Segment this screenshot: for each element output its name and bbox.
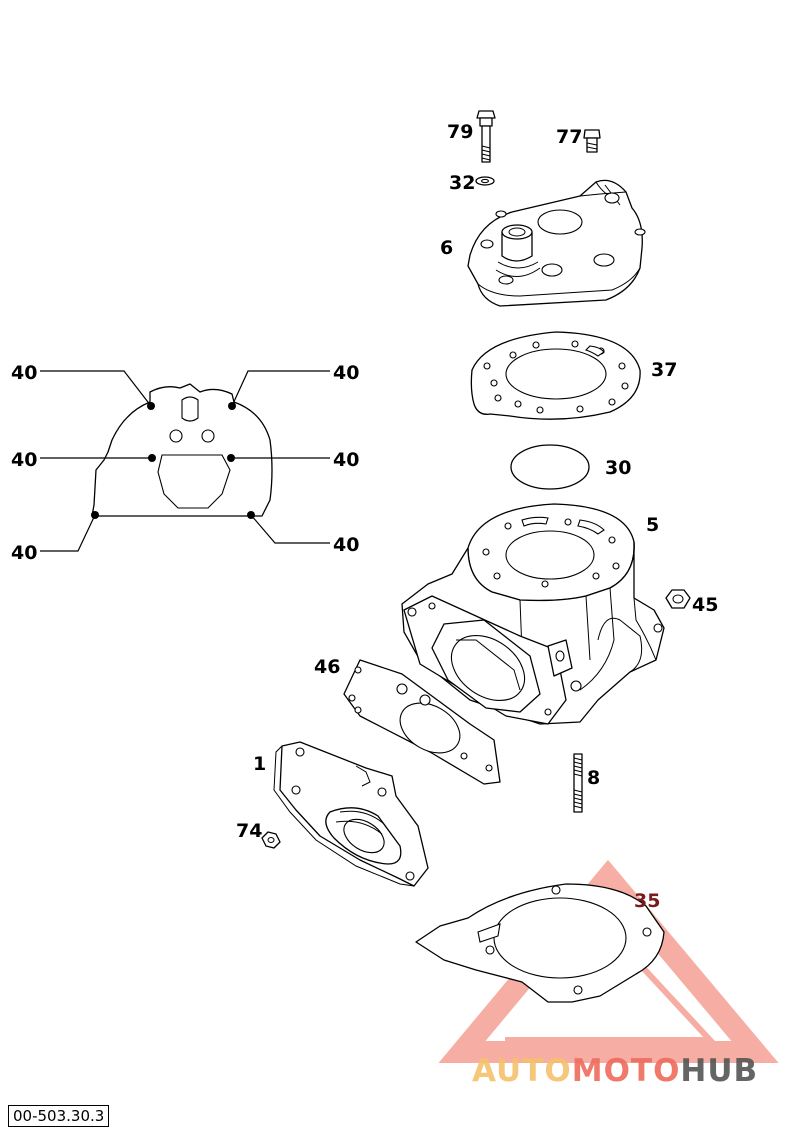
label-40-top-left: 40 [11, 362, 37, 384]
base-gasket-35 [415, 883, 665, 1003]
label-30: 30 [605, 457, 631, 479]
label-5: 5 [646, 514, 659, 536]
cylinder-head-6 [467, 179, 646, 307]
label-46: 46 [314, 656, 340, 678]
watermark-auto: AUTO [472, 1053, 572, 1089]
label-6: 6 [440, 237, 453, 259]
label-32: 32 [449, 172, 475, 194]
watermark-hub: HUB [680, 1053, 758, 1089]
intake-gasket-46 [343, 659, 501, 785]
head-gasket-37 [470, 331, 641, 420]
label-79: 79 [447, 121, 473, 143]
bolt-77 [583, 129, 601, 153]
watermark-moto: MOTO [572, 1053, 681, 1089]
label-40-mid-left: 40 [11, 449, 37, 471]
label-40-bottom-left: 40 [11, 542, 37, 564]
label-40-bottom-right: 40 [333, 534, 359, 556]
label-77: 77 [556, 126, 582, 148]
stud-8 [573, 753, 583, 813]
label-74: 74 [236, 820, 262, 842]
nut-74 [261, 831, 281, 849]
label-40-mid-right: 40 [333, 449, 359, 471]
label-37: 37 [651, 359, 677, 381]
label-35: 35 [634, 890, 660, 912]
watermark-text: AUTOMOTOHUB [472, 1053, 758, 1089]
label-1: 1 [253, 753, 266, 775]
nut-45 [665, 589, 691, 609]
o-ring-30 [510, 444, 590, 490]
label-45: 45 [692, 594, 718, 616]
document-number: 00-503.30.3 [8, 1105, 110, 1127]
washer-32 [475, 176, 495, 186]
gasket-detail-40 [40, 370, 330, 552]
label-40-top-right: 40 [333, 362, 359, 384]
intake-flange-1 [273, 741, 429, 887]
label-8: 8 [587, 767, 600, 789]
cylinder-5 [401, 503, 665, 725]
bolt-79 [476, 110, 496, 163]
